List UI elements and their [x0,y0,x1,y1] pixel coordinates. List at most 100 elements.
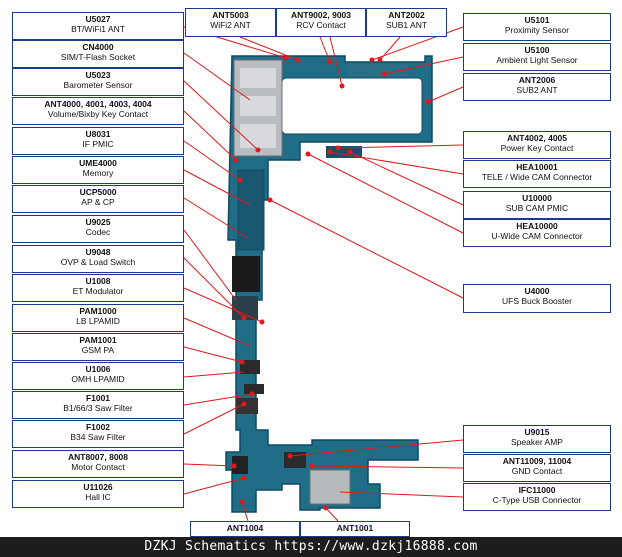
label-id: U5027 [85,14,111,24]
label-id: PAM1000 [79,306,117,316]
label-id: ANT2002 [388,10,425,20]
label-id: ANT1001 [336,523,374,533]
label-id: U10000 [522,193,552,203]
label-ant1004: ANT1004 [190,521,300,537]
label-desc: Codec [85,227,111,237]
label-desc: IF PMIC [82,139,114,149]
label-id: ANT11009, 11004 [502,456,572,466]
label-desc: Volume/Bixby Key Contact [47,109,149,119]
label-id: U5100 [524,45,550,55]
pcb-board [225,55,433,513]
label-desc: C-Type USB Connector [492,495,582,505]
label-desc: Memory [82,168,114,178]
label-desc: Hall IC [85,492,111,502]
label-id: ANT2006 [518,75,556,85]
label-desc: OVP & Load Switch [60,257,136,267]
label-desc: TELE / Wide CAM Connector [481,172,593,182]
label-desc: OMH LPAMID [71,374,125,384]
label-desc: Barometer Sensor [63,80,133,90]
label-id: U8031 [85,129,111,139]
label-id: U1008 [85,276,111,286]
label-desc: LB LPAMID [76,316,120,326]
label-desc: GND Contact [511,466,563,476]
label-desc: Power Key Contact [500,143,574,153]
label-desc: B34 Saw Filter [70,432,126,442]
footer-watermark: DZKJ Schematics https://www.dzkj16888.co… [0,537,622,557]
label-id: IFC11000 [518,485,556,495]
label-id: ANT4000, 4001, 4003, 4004 [44,99,152,109]
label-id: ANT9002, 9003 [290,10,351,20]
label-desc: RCV Contact [296,20,346,30]
label-id: U5101 [524,15,550,25]
label-id: ANT4002, 4005 [506,133,567,143]
label-desc: BT/WiFi1 ANT [71,24,125,34]
label-desc: SUB1 ANT [385,20,428,30]
label-desc: Speaker AMP [511,437,563,447]
label-id: PAM1001 [79,335,117,345]
label-id: HEA10001 [516,162,558,172]
label-id: UME4000 [79,158,117,168]
label-desc: AP & CP [81,197,115,207]
label-desc: U-Wide CAM Connector [491,231,583,241]
label-id: U1006 [85,364,111,374]
label-desc: UFS Buck Booster [502,296,572,306]
label-id: U9048 [85,247,111,257]
label-desc: SUB CAM PMIC [505,203,569,213]
label-ant1001: ANT1001 [300,521,410,537]
label-desc: Proximity Sensor [504,25,570,35]
label-id: U11026 [83,482,113,492]
label-desc: SUB2 ANT [516,85,558,95]
label-id: U9015 [524,427,550,437]
label-id: U5023 [85,70,111,80]
label-desc: B1/66/3 Saw Filter [63,403,133,413]
label-id: U4000 [524,286,550,296]
label-id: F1002 [85,422,111,432]
label-desc: Ambient Light Sensor [496,55,578,65]
label-desc: ET Modulator [72,286,124,296]
label-id: ANT1004 [226,523,264,533]
marker-dots [231,55,431,511]
label-id: ANT8007, 8008 [67,452,128,462]
label-id: UCP5000 [79,187,117,197]
label-desc: SIM/T-Flash Socket [60,52,136,62]
label-desc: Motor Contact [71,462,125,472]
label-id: CN4000 [82,42,114,52]
label-id: ANT5003 [212,10,249,20]
label-id: HEA10000 [516,221,558,231]
label-id: U9025 [85,217,111,227]
label-desc: GSM PA [81,345,115,355]
label-desc: WiFi2 ANT [210,20,251,30]
